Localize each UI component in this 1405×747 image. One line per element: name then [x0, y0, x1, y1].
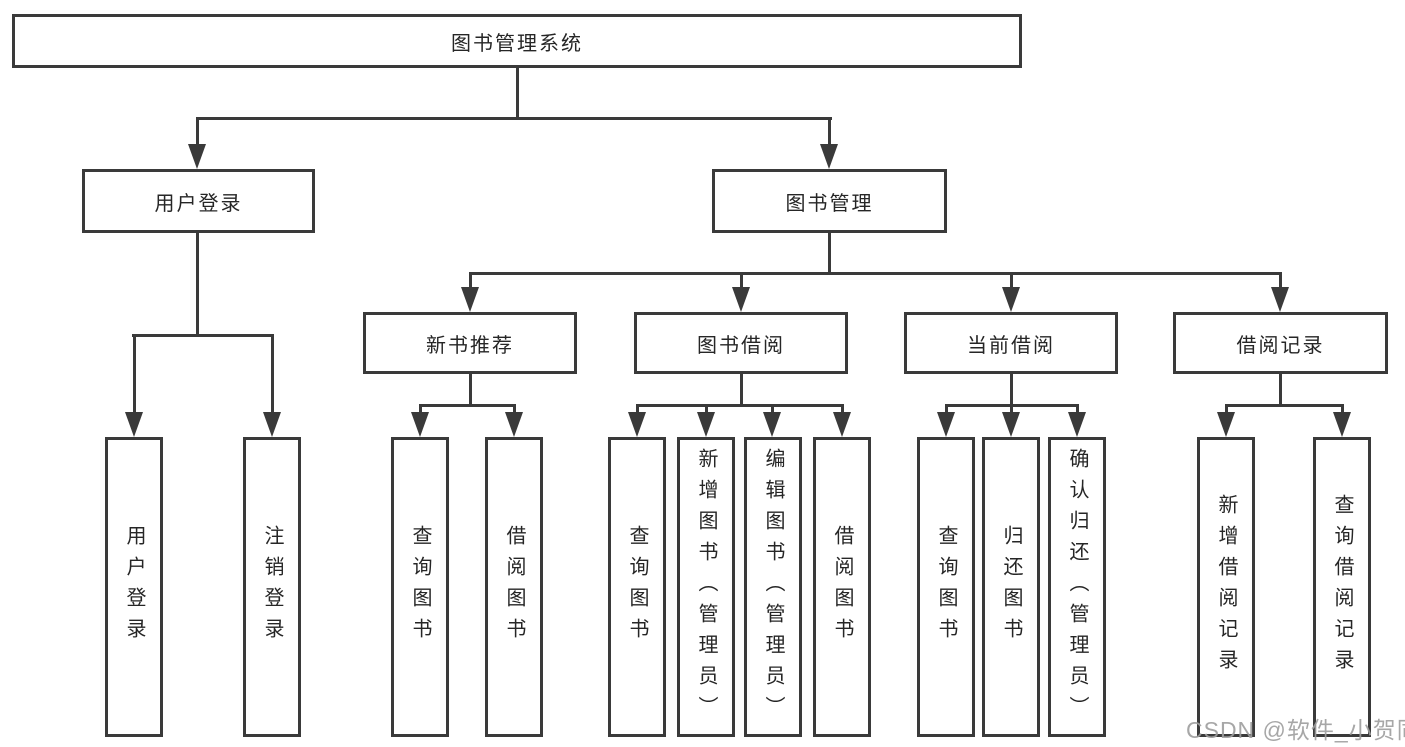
- connector-book-borrowing-stem: [740, 373, 743, 407]
- csdn-watermark: CSDN @软件_小贺同学: [1186, 717, 1405, 743]
- arrow-down-icon: [937, 412, 955, 437]
- connector-leaf-stub: [841, 404, 844, 414]
- node-current-borrowing: 当前借阅: [904, 312, 1118, 374]
- arrow-down-icon: [411, 412, 429, 437]
- connector-leaf-stub: [1076, 404, 1079, 414]
- connector-user-login-split: [132, 334, 274, 337]
- connector-leaf-stub: [1010, 404, 1013, 414]
- leaf-query-borrow-record-label: 查询借阅记录: [1331, 494, 1353, 680]
- leaf-query-books-current-label: 查询图书: [935, 525, 957, 649]
- arrow-down-icon: [1271, 287, 1289, 312]
- leaf-borrow-books-borrowing: 借阅图书: [813, 437, 871, 737]
- arrow-down-icon: [505, 412, 523, 437]
- node-new-book-recommend-label: 新书推荐: [426, 334, 514, 357]
- connector-borrow-records-split: [1225, 404, 1344, 407]
- leaf-edit-books-admin: 编辑图书（管理员）: [744, 437, 802, 737]
- leaf-return-books: 归还图书: [982, 437, 1040, 737]
- connector-book-management-split: [469, 272, 1282, 275]
- connector-leaf-stub: [636, 404, 639, 414]
- connector-to-leaf-user-login: [133, 334, 136, 414]
- connector-to-book-borrowing: [740, 272, 743, 290]
- leaf-add-books-admin-label: 新增图书（管理员）: [695, 447, 717, 727]
- connector-new-book-recommend-stem: [469, 373, 472, 407]
- node-book-borrowing-label: 图书借阅: [697, 334, 785, 357]
- node-borrow-records: 借阅记录: [1173, 312, 1388, 374]
- connector-leaf-stub: [705, 404, 708, 414]
- leaf-confirm-return-admin-label: 确认归还（管理员）: [1066, 447, 1088, 727]
- leaf-query-books-recommend-label: 查询图书: [409, 525, 431, 649]
- connector-root-split: [196, 117, 832, 120]
- arrow-down-icon: [263, 412, 281, 437]
- connector-leaf-stub: [419, 404, 422, 414]
- arrow-down-icon: [1068, 412, 1086, 437]
- connector-leaf-stub: [945, 404, 948, 414]
- connector-user-login-stem: [196, 232, 199, 337]
- connector-leaf-stub: [513, 404, 516, 414]
- arrow-down-icon: [188, 144, 206, 169]
- connector-root-stem: [516, 67, 519, 120]
- node-current-borrowing-label: 当前借阅: [967, 334, 1055, 357]
- connector-to-book-management: [828, 117, 831, 147]
- connector-to-leaf-logout: [271, 334, 274, 414]
- leaf-borrow-books-borrowing-label: 借阅图书: [831, 525, 853, 649]
- connector-book-borrowing-split: [636, 404, 844, 407]
- leaf-confirm-return-admin: 确认归还（管理员）: [1048, 437, 1106, 737]
- node-new-book-recommend: 新书推荐: [363, 312, 577, 374]
- arrow-down-icon: [1002, 412, 1020, 437]
- leaf-return-books-label: 归还图书: [1000, 525, 1022, 649]
- arrow-down-icon: [697, 412, 715, 437]
- node-borrow-records-label: 借阅记录: [1236, 334, 1325, 357]
- connector-borrow-records-stem: [1279, 373, 1282, 407]
- connector-book-management-stem: [828, 232, 831, 275]
- arrow-down-icon: [1333, 412, 1351, 437]
- arrow-down-icon: [1002, 287, 1020, 312]
- connector-to-current-borrowing: [1010, 272, 1013, 290]
- leaf-query-books-current: 查询图书: [917, 437, 975, 737]
- node-root: 图书管理系统: [12, 14, 1022, 68]
- leaf-add-borrow-record-label: 新增借阅记录: [1215, 494, 1237, 680]
- leaf-user-login-label: 用户登录: [123, 525, 145, 649]
- leaf-borrow-books-recommend: 借阅图书: [485, 437, 543, 737]
- leaf-logout-login-label: 注销登录: [261, 525, 283, 649]
- leaf-add-books-admin: 新增图书（管理员）: [677, 437, 735, 737]
- connector-to-borrow-records: [1279, 272, 1282, 290]
- connector-leaf-stub: [1225, 404, 1228, 414]
- connector-to-new-book-recommend: [469, 272, 472, 290]
- connector-new-book-recommend-split: [419, 404, 516, 407]
- connector-to-user-login: [196, 117, 199, 147]
- arrow-down-icon: [125, 412, 143, 437]
- leaf-edit-books-admin-label: 编辑图书（管理员）: [762, 447, 784, 727]
- node-root-label: 图书管理系统: [451, 32, 583, 55]
- node-book-borrowing: 图书借阅: [634, 312, 848, 374]
- leaf-logout-login: 注销登录: [243, 437, 301, 737]
- node-user-login-label: 用户登录: [154, 192, 243, 215]
- leaf-borrow-books-recommend-label: 借阅图书: [503, 525, 525, 649]
- arrow-down-icon: [763, 412, 781, 437]
- leaf-query-books-recommend: 查询图书: [391, 437, 449, 737]
- leaf-query-books-borrowing-label: 查询图书: [626, 525, 648, 649]
- arrow-down-icon: [461, 287, 479, 312]
- node-book-management-label: 图书管理: [785, 192, 874, 215]
- leaf-query-borrow-record: 查询借阅记录: [1313, 437, 1371, 737]
- arrow-down-icon: [732, 287, 750, 312]
- node-user-login: 用户登录: [82, 169, 315, 233]
- arrow-down-icon: [1217, 412, 1235, 437]
- arrow-down-icon: [820, 144, 838, 169]
- connector-leaf-stub: [1341, 404, 1344, 414]
- leaf-add-borrow-record: 新增借阅记录: [1197, 437, 1255, 737]
- node-book-management: 图书管理: [712, 169, 947, 233]
- leaf-query-books-borrowing: 查询图书: [608, 437, 666, 737]
- arrow-down-icon: [833, 412, 851, 437]
- connector-current-borrowing-stem: [1010, 373, 1013, 407]
- leaf-user-login: 用户登录: [105, 437, 163, 737]
- arrow-down-icon: [628, 412, 646, 437]
- connector-leaf-stub: [771, 404, 774, 414]
